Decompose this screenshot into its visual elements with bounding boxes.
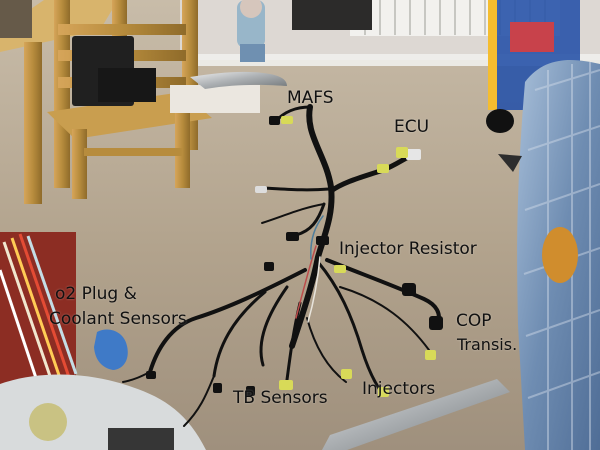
label-coolant-sensors: Coolant Sensors	[49, 309, 187, 329]
shelf-left-back	[0, 0, 32, 38]
label-o2-plug: o2 Plug &	[55, 284, 137, 304]
aluminum-bar	[322, 379, 510, 450]
harness-main-trunk	[289, 104, 335, 349]
label-injector-resistor: Injector Resistor	[339, 239, 477, 259]
label-ecu: ECU	[394, 117, 430, 137]
harness-left-top-branch	[260, 186, 331, 192]
chair-back-left-post	[54, 0, 70, 188]
white-floor-cover	[170, 85, 260, 113]
tool	[498, 154, 522, 172]
toy-figure-head	[240, 0, 262, 18]
table-leg-left	[24, 42, 42, 204]
appliance-black-panel	[108, 428, 174, 450]
harness-mid-branch	[294, 202, 326, 237]
toy-shelf-yellow	[488, 0, 497, 110]
harness-left-tail	[183, 375, 215, 427]
harness-coolant-branch	[212, 290, 267, 378]
wire-connectors	[146, 116, 443, 397]
dvd-spines	[0, 233, 78, 391]
blue-bag	[94, 329, 128, 370]
harness-o2-branch	[148, 268, 307, 374]
appliance-emblem	[29, 403, 67, 441]
couch-arm-wood	[542, 227, 578, 283]
black-shoe	[486, 109, 514, 133]
harness-lower-left-branch	[259, 285, 289, 367]
chair-cross-bar	[84, 148, 182, 156]
black-box	[98, 68, 156, 102]
chair-front-leg-left	[72, 129, 87, 199]
label-injectors: Injectors	[362, 379, 436, 399]
harness-injectors-branch	[316, 260, 382, 392]
black-tv	[292, 0, 372, 30]
chair-back-slat-1	[58, 24, 186, 35]
label-mafs: MAFS	[287, 88, 334, 108]
label-transis: Transis.	[457, 335, 518, 354]
label-cop: COP	[456, 311, 492, 331]
toy-shelf-red	[510, 22, 554, 52]
label-tb-sensors: TB Sensors	[233, 388, 328, 408]
harness-lower-right-branch	[339, 286, 430, 351]
toy-figure-legs	[240, 44, 265, 62]
harness-right-branch	[325, 258, 441, 325]
harness-left-middle-branch	[261, 203, 325, 224]
exhaust-pipe	[190, 71, 287, 89]
harness-color-wires	[295, 215, 324, 323]
chair-front-leg-right	[175, 110, 190, 188]
